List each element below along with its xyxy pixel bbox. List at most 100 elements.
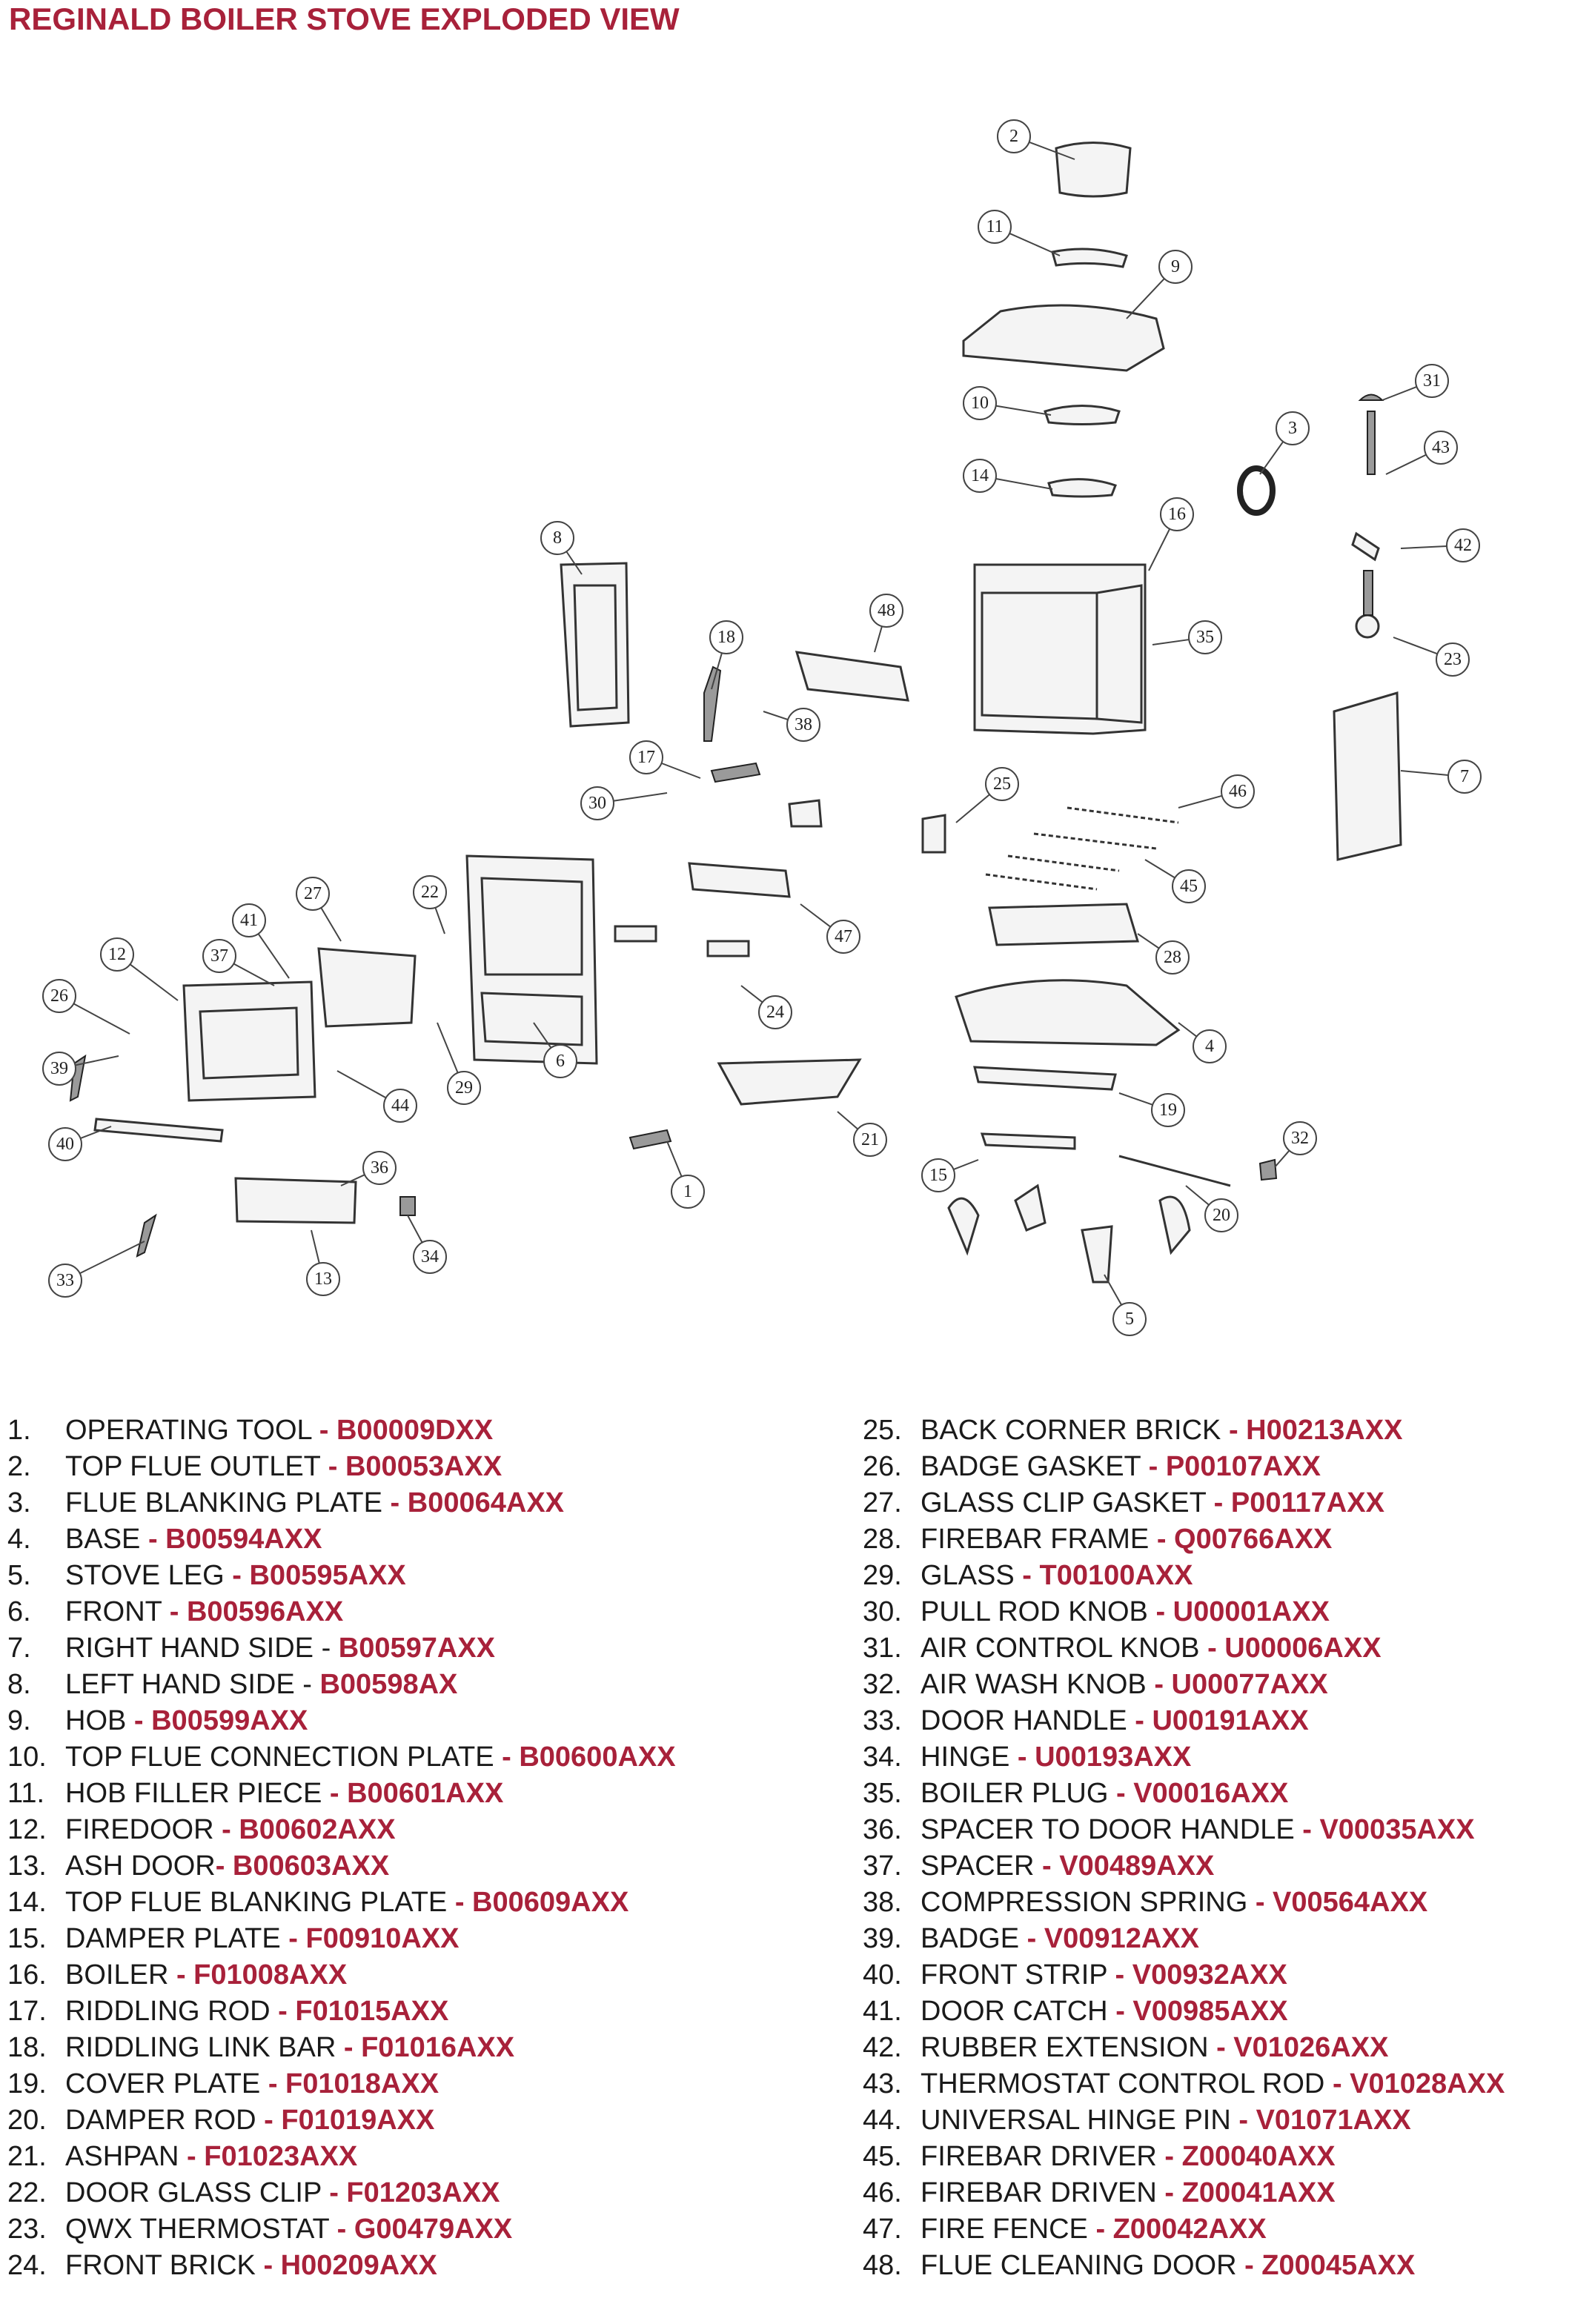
part-name: COMPRESSION SPRING (921, 1887, 1256, 1918)
stove-leg-part-4 (1158, 1195, 1191, 1255)
parts-list-item: 5.STOVE LEG - B00595AXX (7, 1558, 676, 1594)
callout-label-15: 15 (929, 1166, 947, 1185)
part-name: FRONT BRICK (65, 2250, 264, 2281)
part-code: - H00213AXX (1228, 1415, 1403, 1446)
callout-label-3: 3 (1288, 419, 1297, 438)
part-code: - Q00766AXX (1156, 1524, 1333, 1555)
callout-circle-35 (1188, 620, 1222, 654)
parts-list-item: 16.BOILER - F01008AXX (7, 1957, 676, 1993)
glass-part (317, 947, 417, 1028)
part-code: - G00479AXX (336, 2214, 513, 2245)
part-code: - F01023AXX (187, 2141, 358, 2172)
part-number: 4. (7, 1524, 31, 1555)
part-number: 24. (7, 2250, 47, 2281)
parts-list-item: 17.RIDDLING ROD - F01015AXX (7, 1993, 676, 2030)
part-number: 6. (7, 1596, 31, 1627)
callout-label-25: 25 (993, 774, 1011, 794)
callout-leader-23 (1393, 637, 1438, 655)
part-name: COVER PLATE (65, 2068, 268, 2099)
rubber-extension-part (1351, 531, 1380, 562)
callout-leader-27 (320, 907, 342, 942)
part-number: 15. (7, 1923, 47, 1954)
parts-list-item: 8.LEFT HAND SIDE - B00598AX (7, 1667, 676, 1703)
part-number: 38. (863, 1887, 902, 1918)
part-name: LEFT HAND SIDE - (65, 1669, 320, 1700)
firedoor-part (182, 980, 316, 1102)
part-code: - U00006AXX (1207, 1633, 1382, 1664)
front-part (465, 854, 598, 1065)
callout-circle-44 (383, 1089, 417, 1123)
top-flue-connection-part (1044, 405, 1121, 425)
parts-list-item: 4.BASE - B00594AXX (7, 1521, 676, 1558)
callout-label-5: 5 (1125, 1309, 1134, 1329)
callout-label-20: 20 (1213, 1206, 1230, 1225)
part-name: PULL ROD KNOB (921, 1596, 1156, 1627)
callout-label-7: 7 (1460, 767, 1469, 786)
part-number: 3. (7, 1487, 31, 1518)
callout-label-13: 13 (314, 1269, 332, 1289)
callout-label-11: 11 (986, 217, 1003, 236)
callout-label-36: 36 (371, 1158, 388, 1178)
part-name: AIR WASH KNOB (921, 1669, 1155, 1700)
callout-label-43: 43 (1432, 438, 1450, 457)
callout-circle-12 (100, 937, 134, 972)
callout-circle-43 (1424, 431, 1458, 465)
callout-leader-26 (73, 1003, 130, 1035)
part-code: - V01028AXX (1332, 2068, 1505, 2099)
parts-list-item: 22.DOOR GLASS CLIP - F01203AXX (7, 2175, 676, 2211)
parts-list-item: 37.SPACER - V00489AXX (863, 1848, 1505, 1885)
callout-circle-11 (978, 210, 1012, 244)
part-name: HOB (65, 1705, 134, 1736)
part-name: SPACER TO DOOR HANDLE (921, 1814, 1303, 1845)
part-number: 27. (863, 1487, 902, 1518)
callout-circle-4 (1193, 1029, 1227, 1063)
boiler-front-face (981, 591, 1098, 720)
callout-circle-7 (1447, 760, 1482, 794)
callout-label-2: 2 (1009, 127, 1018, 146)
part-name: BADGE (921, 1923, 1027, 1954)
callout-circle-48 (869, 594, 903, 628)
parts-list-item: 21.ASHPAN - F01023AXX (7, 2139, 676, 2175)
left-hand-side-part (560, 562, 630, 728)
parts-list-item: 43.THERMOSTAT CONTROL ROD - V01028AXX (863, 2066, 1505, 2102)
callout-label-48: 48 (878, 601, 895, 620)
callout-label-42: 42 (1454, 536, 1472, 555)
callout-circle-31 (1415, 364, 1449, 398)
callout-circle-36 (362, 1151, 397, 1185)
callout-circle-33 (48, 1264, 82, 1298)
callout-leader-1 (666, 1141, 683, 1178)
part-number: 5. (7, 1560, 31, 1591)
callout-label-1: 1 (683, 1182, 692, 1201)
parts-list-item: 30.PULL ROD KNOB - U00001AXX (863, 1594, 1505, 1630)
parts-list-item: 11.HOB FILLER PIECE - B00601AXX (7, 1776, 676, 1812)
part-code: - B00601AXX (329, 1778, 504, 1809)
front-brick-part-1 (614, 925, 657, 943)
callout-circle-19 (1151, 1093, 1185, 1127)
callout-leader-16 (1148, 528, 1171, 571)
door-handle-part (136, 1213, 157, 1258)
top-flue-blanking-part (1047, 478, 1117, 498)
part-number: 46. (863, 2177, 902, 2208)
part-number: 18. (7, 2032, 47, 2063)
leader-lines (73, 141, 1449, 1306)
part-name: DOOR CATCH (921, 1996, 1116, 2027)
callout-label-26: 26 (50, 986, 68, 1006)
part-name: BACK CORNER BRICK (921, 1415, 1229, 1446)
hob-part (962, 304, 1165, 372)
firedoor-window (199, 1006, 299, 1080)
callout-label-21: 21 (861, 1130, 879, 1149)
callout-leader-32 (1274, 1149, 1290, 1168)
part-name: FIREDOOR (65, 1814, 222, 1845)
callout-circle-39 (42, 1052, 76, 1086)
part-code: - F01008AXX (176, 1959, 348, 1991)
part-code: - V00035AXX (1302, 1814, 1475, 1845)
callout-label-6: 6 (556, 1052, 565, 1071)
callout-leader-37 (233, 963, 275, 986)
part-code: - V00564AXX (1255, 1887, 1428, 1918)
callout-circle-23 (1436, 643, 1470, 677)
part-code: - U00001AXX (1155, 1596, 1330, 1627)
part-code: - B00009DXX (319, 1415, 494, 1446)
parts-list-item: 41.DOOR CATCH - V00985AXX (863, 1993, 1505, 2030)
part-number: 44. (863, 2105, 902, 2136)
callout-circle-5 (1112, 1302, 1147, 1336)
